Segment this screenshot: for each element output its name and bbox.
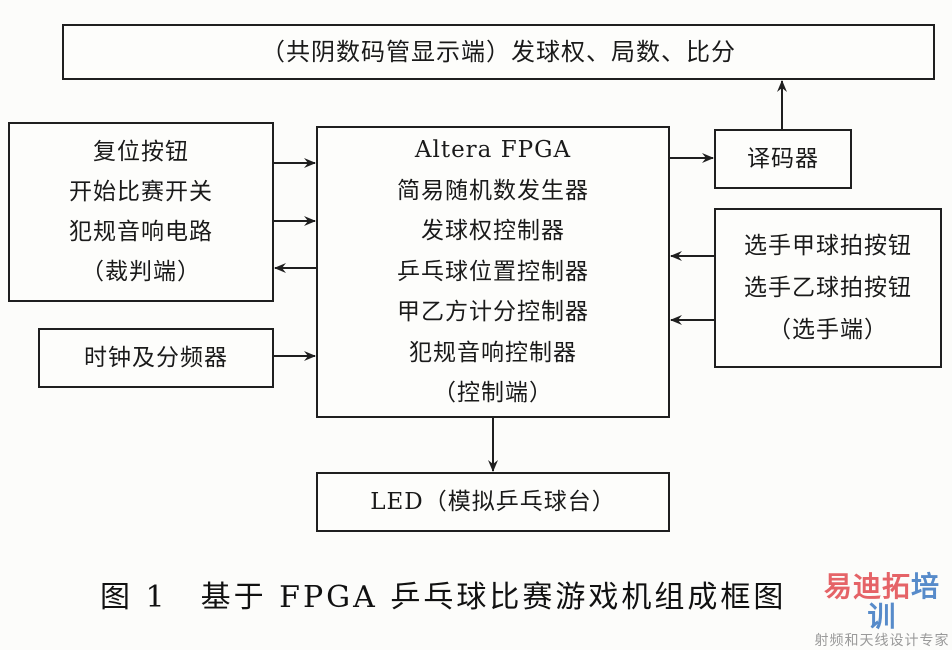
player-input-box: 选手甲球拍按钮 选手乙球拍按钮 （选手端） <box>714 208 942 368</box>
connection-arrows <box>274 80 787 472</box>
clock-divider-box: 时钟及分频器 <box>38 328 274 388</box>
fpga-line-serve-controller: 发球权控制器 <box>421 218 565 245</box>
display-output-label: （共阴数码管显示端）发球权、局数、比分 <box>261 37 736 66</box>
led-table-label: LED（模拟乒乓球台） <box>370 488 616 515</box>
clock-divider-label: 时钟及分频器 <box>84 344 228 371</box>
fpga-line-random-generator: 简易随机数发生器 <box>397 177 589 204</box>
watermark-red-text: 易迪拓 <box>823 570 911 603</box>
referee-line-foul-sound: 犯规音响电路 <box>69 219 213 245</box>
referee-input-box: 复位按钮 开始比赛开关 犯规音响电路 （裁判端） <box>8 122 274 302</box>
fpga-line-role: （控制端） <box>433 380 553 407</box>
display-output-box: （共阴数码管显示端）发球权、局数、比分 <box>62 24 935 80</box>
watermark-logo: 易迪拓培训 <box>812 572 952 632</box>
fpga-title: Altera FPGA <box>414 137 572 164</box>
player-line-a-button: 选手甲球拍按钮 <box>744 233 912 259</box>
watermark-subtitle: 射频和天线设计专家 <box>814 633 950 649</box>
referee-line-role: （裁判端） <box>81 259 201 285</box>
fpga-line-foul-sound-controller: 犯规音响控制器 <box>409 339 577 366</box>
fpga-line-score-controller: 甲乙方计分控制器 <box>397 299 589 326</box>
referee-line-reset-button: 复位按钮 <box>93 139 189 165</box>
referee-line-start-switch: 开始比赛开关 <box>69 179 213 205</box>
fpga-controller-box: Altera FPGA 简易随机数发生器 发球权控制器 乒乓球位置控制器 甲乙方… <box>316 126 670 418</box>
figure-caption: 图 1 基于 FPGA 乒乓球比赛游戏机组成框图 <box>100 580 787 615</box>
watermark: 易迪拓培训 射频和天线设计专家 <box>812 572 952 650</box>
player-line-role: （选手端） <box>768 317 888 343</box>
decoder-box: 译码器 <box>714 129 852 189</box>
decoder-label: 译码器 <box>747 145 819 172</box>
player-line-b-button: 选手乙球拍按钮 <box>744 275 912 301</box>
led-table-box: LED（模拟乒乓球台） <box>316 472 670 532</box>
fpga-line-ball-position-controller: 乒乓球位置控制器 <box>397 258 589 285</box>
